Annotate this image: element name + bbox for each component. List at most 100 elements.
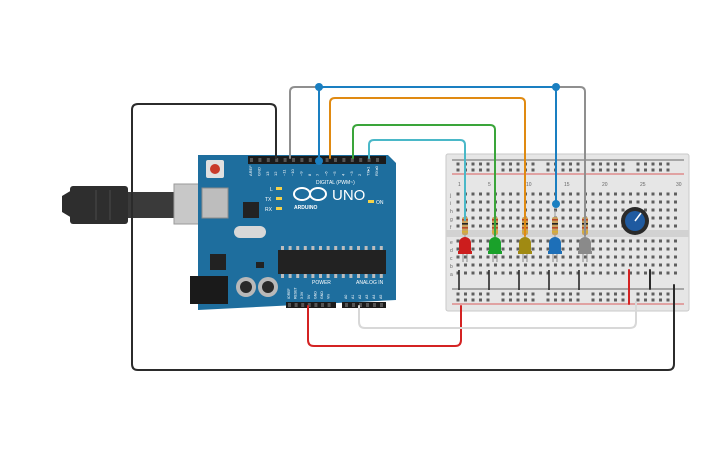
breadboard-hole[interactable] xyxy=(599,216,602,220)
breadboard-hole[interactable] xyxy=(621,200,625,204)
breadboard-hole[interactable] xyxy=(591,271,595,275)
rail-hole[interactable] xyxy=(659,162,662,166)
breadboard-hole[interactable] xyxy=(471,208,475,212)
breadboard-hole[interactable] xyxy=(614,271,617,275)
breadboard-hole[interactable] xyxy=(546,247,550,251)
breadboard-hole[interactable] xyxy=(606,239,610,243)
breadboard-hole[interactable] xyxy=(621,255,625,259)
header-pin[interactable] xyxy=(275,158,279,162)
resistor[interactable] xyxy=(552,210,558,242)
breadboard-hole[interactable] xyxy=(569,271,572,275)
rail-hole[interactable] xyxy=(614,162,617,166)
rail-hole[interactable] xyxy=(561,162,565,166)
breadboard-hole[interactable] xyxy=(486,263,490,267)
breadboard-hole[interactable] xyxy=(636,271,640,275)
breadboard-hole[interactable] xyxy=(479,208,482,212)
breadboard-hole[interactable] xyxy=(674,239,677,243)
breadboard-hole[interactable] xyxy=(456,224,460,228)
rail-hole[interactable] xyxy=(651,162,655,166)
breadboard-hole[interactable] xyxy=(666,192,670,196)
breadboard-hole[interactable] xyxy=(486,224,490,228)
breadboard-hole[interactable] xyxy=(531,200,535,204)
header-pin[interactable] xyxy=(359,303,362,307)
breadboard-hole[interactable] xyxy=(554,255,557,259)
rail-hole[interactable] xyxy=(546,162,550,166)
breadboard-hole[interactable] xyxy=(591,255,595,259)
rail-hole[interactable] xyxy=(456,168,460,172)
rail-hole[interactable] xyxy=(666,292,670,296)
rail-hole[interactable] xyxy=(644,298,647,302)
breadboard-hole[interactable] xyxy=(666,255,670,259)
breadboard-hole[interactable] xyxy=(456,192,460,196)
black-wire-ground-loop[interactable] xyxy=(131,103,675,371)
breadboard-hole[interactable] xyxy=(629,200,632,204)
breadboard-hole[interactable] xyxy=(614,192,617,196)
breadboard-hole[interactable] xyxy=(539,239,542,243)
breadboard-hole[interactable] xyxy=(546,263,550,267)
breadboard-hole[interactable] xyxy=(479,224,482,228)
breadboard-hole[interactable] xyxy=(651,216,655,220)
rail-hole[interactable] xyxy=(621,298,625,302)
breadboard-hole[interactable] xyxy=(456,208,460,212)
breadboard-hole[interactable] xyxy=(614,263,617,267)
rail-hole[interactable] xyxy=(516,298,520,302)
breadboard-hole[interactable] xyxy=(606,216,610,220)
breadboard-hole[interactable] xyxy=(629,247,632,251)
breadboard-hole[interactable] xyxy=(591,247,595,251)
header-pin[interactable] xyxy=(350,158,354,162)
rail-hole[interactable] xyxy=(554,298,557,302)
breadboard-hole[interactable] xyxy=(614,255,617,259)
breadboard-hole[interactable] xyxy=(629,263,632,267)
breadboard-hole[interactable] xyxy=(471,271,475,275)
breadboard-hole[interactable] xyxy=(494,255,497,259)
breadboard-hole[interactable] xyxy=(674,224,677,228)
rail-hole[interactable] xyxy=(546,168,550,172)
breadboard-hole[interactable] xyxy=(644,200,647,204)
rail-hole[interactable] xyxy=(546,298,550,302)
header-pin[interactable] xyxy=(292,158,295,162)
breadboard-hole[interactable] xyxy=(659,208,662,212)
rail-hole[interactable] xyxy=(636,292,640,296)
breadboard-hole[interactable] xyxy=(606,271,610,275)
breadboard-hole[interactable] xyxy=(524,263,527,267)
breadboard-hole[interactable] xyxy=(516,208,520,212)
breadboard-hole[interactable] xyxy=(546,271,550,275)
header-pin[interactable] xyxy=(301,303,305,307)
breadboard-hole[interactable] xyxy=(576,263,580,267)
breadboard-hole[interactable] xyxy=(456,239,460,243)
breadboard-hole[interactable] xyxy=(576,239,580,243)
breadboard-hole[interactable] xyxy=(621,247,625,251)
breadboard-hole[interactable] xyxy=(561,239,565,243)
breadboard-hole[interactable] xyxy=(599,200,602,204)
breadboard-hole[interactable] xyxy=(471,263,475,267)
rail-hole[interactable] xyxy=(606,298,610,302)
breadboard-hole[interactable] xyxy=(644,255,647,259)
header-pin[interactable] xyxy=(359,158,363,162)
breadboard-hole[interactable] xyxy=(486,200,490,204)
header-pin[interactable] xyxy=(373,303,376,307)
breadboard-hole[interactable] xyxy=(516,200,520,204)
rail-hole[interactable] xyxy=(464,298,467,302)
breadboard-hole[interactable] xyxy=(471,224,475,228)
breadboard-hole[interactable] xyxy=(651,271,655,275)
breadboard-hole[interactable] xyxy=(561,200,565,204)
rail-hole[interactable] xyxy=(464,292,467,296)
breadboard-hole[interactable] xyxy=(651,208,655,212)
header-pin[interactable] xyxy=(376,158,379,162)
breadboard-hole[interactable] xyxy=(561,247,565,251)
red-wire-5v[interactable] xyxy=(307,305,462,347)
breadboard-hole[interactable] xyxy=(636,263,640,267)
breadboard-hole[interactable] xyxy=(674,271,677,275)
rail-hole[interactable] xyxy=(651,292,655,296)
header-pin[interactable] xyxy=(321,303,324,307)
breadboard-hole[interactable] xyxy=(614,208,617,212)
rail-hole[interactable] xyxy=(644,292,647,296)
usb-cable[interactable] xyxy=(38,183,205,225)
breadboard-hole[interactable] xyxy=(546,224,550,228)
breadboard-hole[interactable] xyxy=(576,224,580,228)
header-pin[interactable] xyxy=(294,303,298,307)
breadboard-hole[interactable] xyxy=(509,255,512,259)
breadboard-hole[interactable] xyxy=(636,200,640,204)
rail-hole[interactable] xyxy=(456,292,460,296)
rail-hole[interactable] xyxy=(524,298,527,302)
